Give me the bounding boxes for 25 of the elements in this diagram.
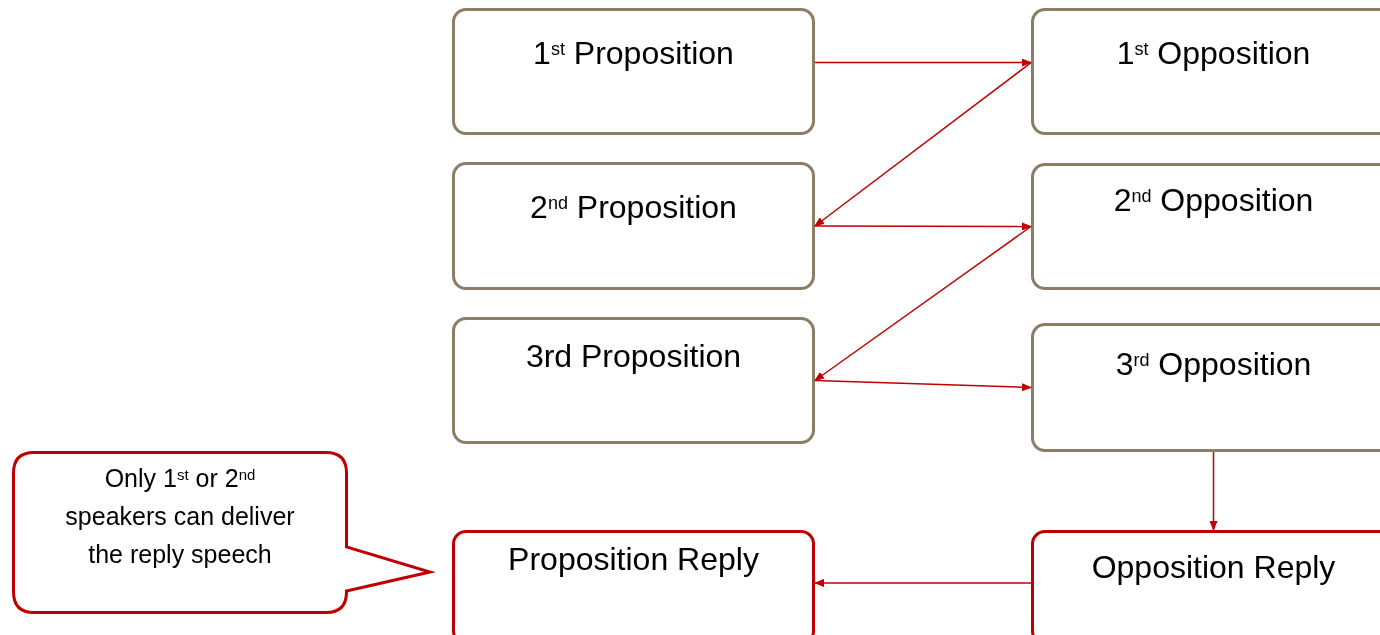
process-box xyxy=(452,530,815,635)
process-box xyxy=(1031,323,1380,452)
box-label: 3$^{rd}$ Opposition xyxy=(1115,345,1312,384)
process-box xyxy=(1031,530,1380,635)
process-box xyxy=(452,317,815,444)
arrow xyxy=(814,578,1032,587)
arrow xyxy=(814,225,1032,382)
arrow xyxy=(814,58,1032,67)
process-box xyxy=(452,162,815,290)
box-label: 2$^{nd}$ Opposition xyxy=(1113,181,1314,220)
box-label: Proposition Reply xyxy=(508,540,759,579)
speech-callout xyxy=(12,451,433,614)
arrow xyxy=(814,222,1032,231)
process-box xyxy=(1031,8,1380,135)
box-label: 3rd Proposition xyxy=(525,337,742,376)
process-box xyxy=(1031,163,1380,290)
process-box xyxy=(452,8,815,135)
box-label: 1$^{st}$ Opposition xyxy=(1116,34,1311,73)
box-label: 2$^{nd}$ Proposition xyxy=(530,188,737,227)
arrow xyxy=(1209,451,1218,531)
arrow xyxy=(814,379,1032,392)
arrow xyxy=(814,61,1032,227)
box-label: Opposition Reply xyxy=(1091,548,1336,587)
box-label: 1$^{st}$ Proposition xyxy=(533,34,734,73)
callout-text: Only 1$^{st}$ or 2$^{nd}$ speakers can deliver the reply speech xyxy=(64,463,296,570)
